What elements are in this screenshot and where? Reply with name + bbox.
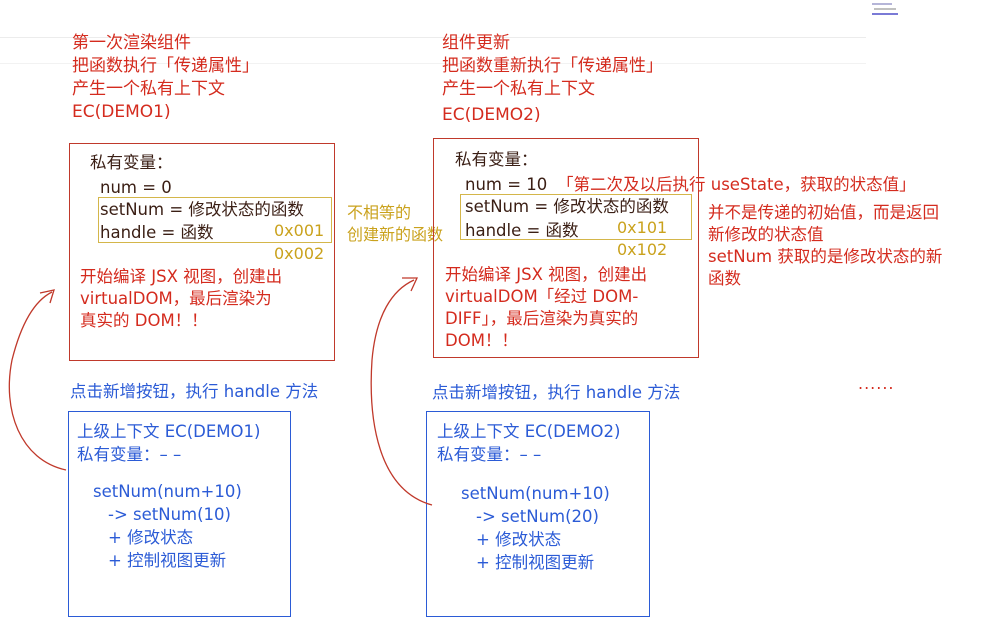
right-ctx-call: setNum(num+10) [461,484,610,503]
middle-note: 不相等的 创建新的函数 [347,202,443,246]
right-side-note-line-3: setNum 获取的是修改状态的新 [708,247,943,266]
left-header-line-1: 第一次渲染组件 [72,33,191,53]
left-loop-arrow [8,291,67,471]
middle-note-line-1: 不相等的 [347,203,412,222]
right-addr-2: 0x102 [617,240,668,259]
left-ctx-call: setNum(num+10) [93,482,242,501]
right-click-caption: 点击新增按钮，执行 handle 方法 [432,383,681,402]
right-ctx-arrow: -> setNum(20) [476,507,599,526]
left-ctx-line-2: 私有变量：– – [77,445,182,464]
right-setnum-line: setNum = 修改状态的函数 [465,197,669,216]
left-ctx-arrow: -> setNum(10) [108,505,231,524]
left-private-title: 私有变量： [90,153,173,172]
right-compile-line-3: DIFF」，最后渲染为真实的 [445,309,639,328]
left-click-caption: 点击新增按钮，执行 handle 方法 [70,382,319,401]
right-ctx-line-1: 上级上下文 EC(DEMO2) [437,422,621,441]
left-ctx-plus-1: + 修改状态 [108,528,194,547]
middle-note-line-2: 创建新的函数 [347,225,444,244]
right-compile-line-4: DOM！！ [445,331,518,350]
left-private-context-box [69,143,335,361]
right-parent-context-box [426,411,650,617]
right-loop-arrow [370,279,433,506]
left-parent-context-box [68,411,291,617]
left-loop-arrowhead [39,289,55,304]
left-compile-line-1: 开始编译 JSX 视图，创建出 [80,267,283,286]
left-num-line: num = 0 [100,178,172,197]
right-loop-arrowhead [402,277,419,292]
left-header-line-2: 把函数执行「传递属性」 [72,56,259,76]
left-header-line-3: 产生一个私有上下文 [72,79,225,99]
left-ctx-plus-2: + 控制视图更新 [108,551,227,570]
right-header-line-1: 组件更新 [442,33,510,53]
left-header-line-4: EC(DEMO1) [72,102,171,122]
right-side-note-line-2: 新修改的状态值 [708,225,824,244]
left-header: 第一次渲染组件 把函数执行「传递属性」 产生一个私有上下文 EC(DEMO1) [72,32,259,124]
ellipsis: ...... [858,374,895,393]
right-header-line-2: 把函数重新执行「传递属性」 [442,56,663,76]
left-setnum-line: setNum = 修改状态的函数 [100,200,304,219]
faint-rule-2 [0,63,866,64]
right-handle-line: handle = 函数 [465,221,579,240]
right-header-line-4: EC(DEMO2) [442,105,541,125]
right-private-context-box [433,138,699,358]
right-side-note-line-4: 函数 [708,269,741,288]
right-num-note: 「第二次及以后执行 useState，获取的状态值」 [557,175,916,194]
right-private-title: 私有变量： [455,150,538,169]
faint-rule-1 [0,37,866,38]
right-compile-text: 开始编译 JSX 视图，创建出 virtualDOM「经过 DOM- DIFF」… [445,264,647,352]
left-compile-line-3: 真实的 DOM！！ [80,311,208,330]
right-ctx-plus-2: + 控制视图更新 [476,553,595,572]
corner-scribble [872,3,900,15]
right-func-highlight-box [460,194,692,240]
right-side-note: 并不是传递的初始值，而是返回 新修改的状态值 setNum 获取的是修改状态的新… [708,202,942,290]
left-ctx-line-1: 上级上下文 EC(DEMO1) [77,422,261,441]
right-compile-line-2: virtualDOM「经过 DOM- [445,287,639,306]
left-compile-text: 开始编译 JSX 视图，创建出 virtualDOM，最后渲染为 真实的 DOM… [80,266,282,332]
right-addr-1: 0x101 [617,218,668,237]
right-header-line-3: 产生一个私有上下文 [442,79,595,99]
right-ctx-line-2: 私有变量：– – [437,445,542,464]
left-compile-line-2: virtualDOM，最后渲染为 [80,289,272,308]
right-side-note-line-1: 并不是传递的初始值，而是返回 [708,203,939,222]
right-compile-line-1: 开始编译 JSX 视图，创建出 [445,265,648,284]
right-header: 组件更新 把函数重新执行「传递属性」 产生一个私有上下文 EC(DEMO2) [442,32,663,127]
left-func-highlight-box [98,197,332,243]
left-addr-2: 0x002 [274,244,325,263]
left-addr-1: 0x001 [274,221,325,240]
left-handle-line: handle = 函数 [100,223,214,242]
right-ctx-plus-1: + 修改状态 [476,530,562,549]
right-num-line: num = 10 [465,175,548,194]
